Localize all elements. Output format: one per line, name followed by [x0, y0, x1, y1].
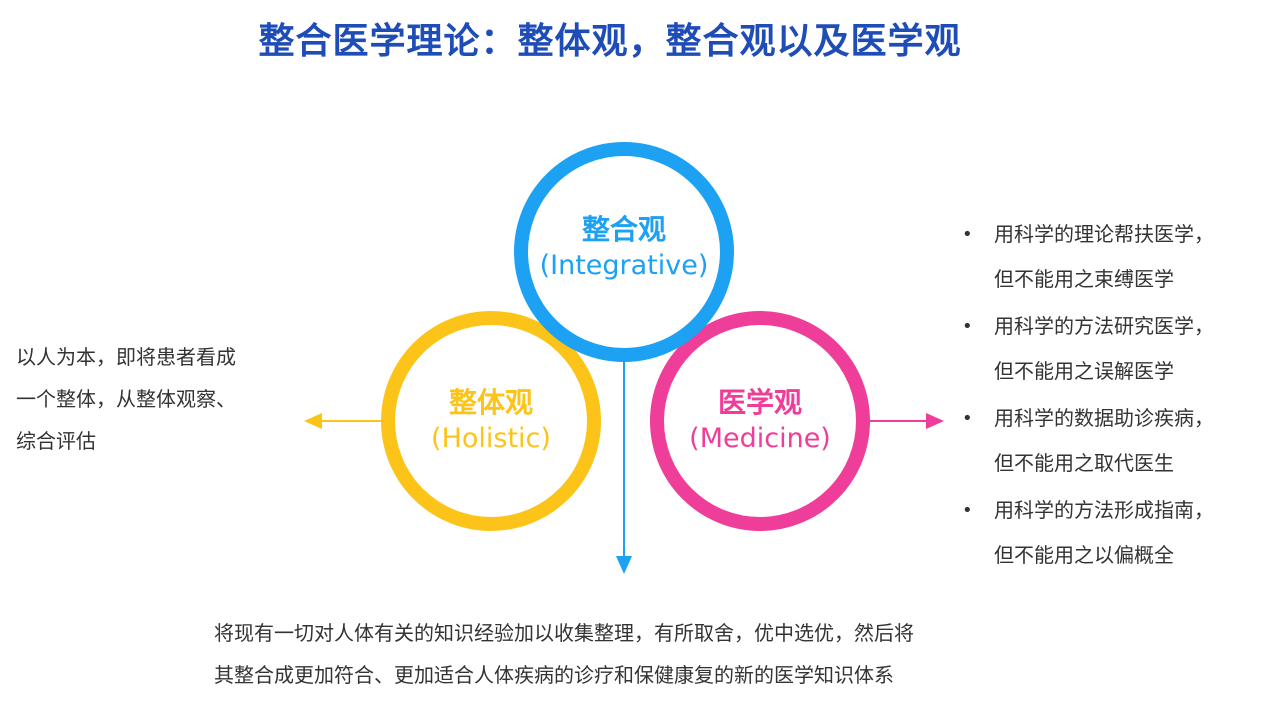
holistic-label-zh: 整体观 — [448, 386, 533, 419]
list-item-line: 但不能用之取代医生 — [994, 451, 1174, 475]
medicine-label-en: (Medicine) — [689, 423, 831, 454]
integrative-label-en: (Integrative) — [539, 250, 709, 281]
medicine-principles-list: • 用科学的理论帮扶医学， 但不能用之束缚医学 • 用科学的方法研究医学， 但不… — [962, 212, 1262, 580]
integrative-circle — [514, 142, 734, 362]
list-item-line: 用科学的方法研究医学， — [994, 314, 1214, 338]
integrative-description-line: 其整合成更加符合、更加适合人体疾病的诊疗和保健康复的新的医学知识体系 — [214, 663, 894, 687]
integrative-description-line: 将现有一切对人体有关的知识经验加以收集整理，有所取舍，优中选优，然后将 — [214, 621, 914, 645]
holistic-description-line: 综合评估 — [16, 429, 96, 453]
holistic-description-line: 以人为本，即将患者看成 — [16, 345, 236, 369]
list-item-line: 用科学的理论帮扶医学， — [994, 222, 1214, 246]
integrative-label-zh: 整合观 — [581, 213, 666, 246]
holistic-label-en: (Holistic) — [431, 423, 551, 454]
list-item-line: 但不能用之束缚医学 — [994, 267, 1174, 291]
medicine-label: 医学观 (Medicine) — [660, 385, 860, 457]
list-item-line: 但不能用之以偏概全 — [994, 543, 1174, 567]
list-item: • 用科学的理论帮扶医学， 但不能用之束缚医学 — [962, 212, 1262, 302]
holistic-description-line: 一个整体，从整体观察、 — [16, 387, 236, 411]
list-item-line: 用科学的方法形成指南， — [994, 498, 1214, 522]
medicine-circle — [650, 311, 870, 531]
bullet: • — [962, 316, 973, 337]
holistic-description: 以人为本，即将患者看成 一个整体，从整体观察、 综合评估 — [16, 336, 306, 462]
holistic-circle — [381, 311, 601, 531]
medicine-label-zh: 医学观 — [717, 386, 802, 419]
bullet: • — [962, 500, 973, 521]
list-item-line: 但不能用之误解医学 — [994, 359, 1174, 383]
page-title: 整合医学理论：整体观，整合观以及医学观 — [258, 21, 962, 62]
bullet: • — [962, 224, 973, 245]
holistic-label: 整体观 (Holistic) — [391, 385, 591, 457]
list-item: • 用科学的数据助诊疾病， 但不能用之取代医生 — [962, 396, 1262, 486]
integrative-description: 将现有一切对人体有关的知识经验加以收集整理，有所取舍，优中选优，然后将 其整合成… — [214, 612, 1074, 696]
list-item: • 用科学的方法研究医学， 但不能用之误解医学 — [962, 304, 1262, 394]
list-item-line: 用科学的数据助诊疾病， — [994, 406, 1214, 430]
integrative-label: 整合观 (Integrative) — [524, 212, 724, 284]
list-item: • 用科学的方法形成指南， 但不能用之以偏概全 — [962, 488, 1262, 578]
bullet: • — [962, 408, 973, 429]
